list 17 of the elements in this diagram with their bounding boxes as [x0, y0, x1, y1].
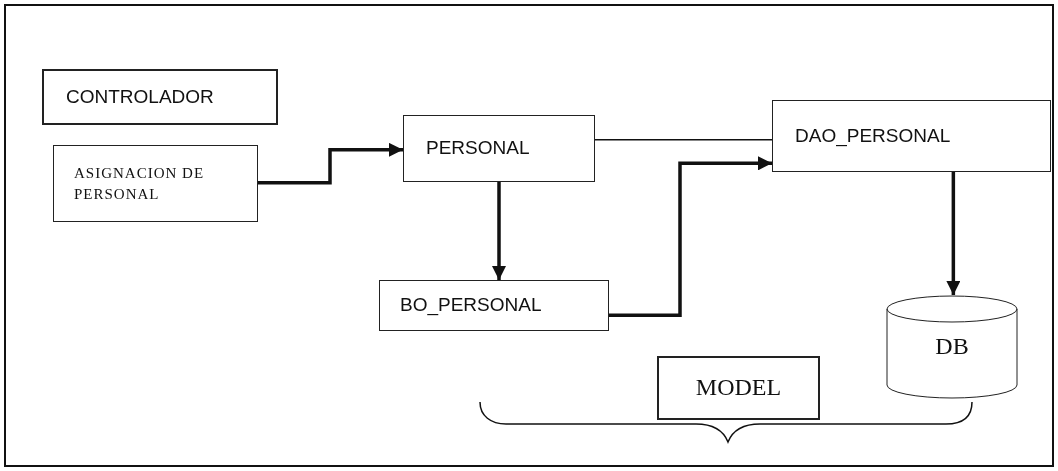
process-box [772, 100, 1051, 172]
process-box [53, 145, 258, 222]
node-label: ASIGNACION DE PERSONAL [74, 163, 206, 204]
node-label: BO_PERSONAL [400, 293, 542, 318]
arrow [492, 182, 506, 280]
process-box [403, 115, 595, 182]
process-box [657, 356, 820, 420]
arrow [946, 172, 961, 295]
node-label: DAO_PERSONAL [795, 123, 951, 149]
node-label: DB [935, 332, 969, 362]
node-label: CONTROLADOR [66, 84, 214, 109]
controller-box [42, 69, 278, 125]
process-box [379, 280, 609, 331]
node-label: PERSONAL [426, 136, 530, 161]
node-label: MODEL [695, 373, 782, 403]
arrow [609, 156, 772, 317]
arrow [258, 142, 403, 185]
